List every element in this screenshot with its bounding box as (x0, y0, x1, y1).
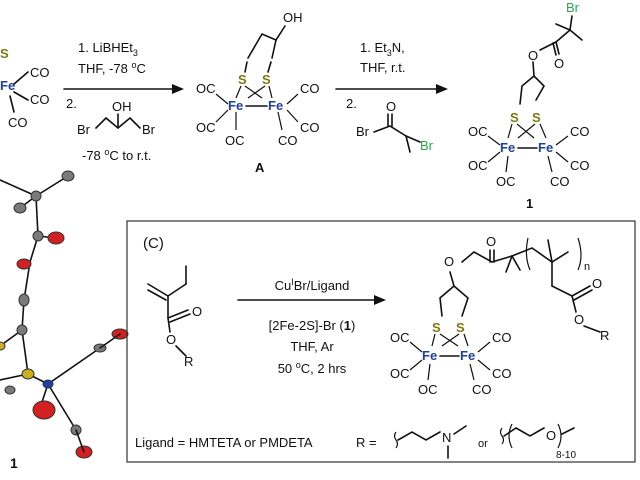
step1-line1: 1. LiBHEt3 (78, 40, 138, 58)
oxygen-label: O (554, 56, 564, 71)
step2-line2: THF, r.t. (360, 60, 406, 75)
step1-line4: -78 oC to r.t. (82, 147, 151, 163)
panel-c-frame (126, 220, 636, 463)
co-label: CO (30, 92, 50, 107)
peg-repeat-subscript: 8-10 (556, 450, 576, 461)
r-equals-label: R = (356, 435, 377, 450)
step1-line2: THF, -78 oC (78, 60, 146, 76)
carbonyl-label: OC (418, 382, 438, 397)
or-label: or (478, 438, 488, 450)
ligand-text: Ligand = HMTETA or PMDETA (135, 435, 313, 450)
reaction-arrow-1: 1. LiBHEt3 THF, -78 oC 2. Br OH Br -78 o… (63, 40, 184, 163)
carbonyl-label: OC (196, 81, 216, 96)
repeat-unit-subscript: n (584, 261, 590, 273)
oxygen-label: O (192, 304, 202, 319)
catalyst-label: CuIBr/Ligand (275, 277, 350, 293)
starting-complex-partial: S Fe CO CO CO (0, 46, 50, 130)
r-group-label: R (184, 354, 193, 369)
oxygen-label: O (546, 428, 556, 443)
carbonyl-label: CO (472, 382, 492, 397)
carbonyl-label: OC (390, 366, 410, 381)
panel-c-label: (C) (143, 235, 164, 252)
oxygen-label: O (486, 234, 496, 249)
carbonyl-label: OC (390, 330, 410, 345)
dibromopropanol-structure: Br OH Br (77, 99, 156, 137)
xray-compound-label: 1 (10, 455, 18, 471)
bromine-label: Br (356, 124, 370, 139)
sulfur-label: S (262, 72, 271, 87)
carbonyl-label: CO (492, 366, 512, 381)
oxygen-label: O (444, 254, 454, 269)
sulfur-label: S (238, 72, 247, 87)
oxygen-label: O (528, 48, 538, 63)
compound-a: OH S S Fe Fe OC OC OC CO CO CO A (196, 10, 320, 175)
hydroxyl-label: OH (112, 99, 132, 114)
iron-label: Fe (460, 348, 475, 363)
iron-label: Fe (0, 78, 15, 93)
polymer-product: O n O O R O S S Fe Fe OC (390, 234, 609, 397)
carbonyl-label: CO (550, 174, 570, 189)
methacrylate-monomer: O O R (147, 265, 202, 369)
xray-crystal-structure: 1 (0, 170, 129, 471)
sulfur-label: S (456, 320, 465, 335)
bromine-label: Br (142, 122, 156, 137)
sulfur-label: S (510, 110, 519, 125)
carbonyl-label: CO (492, 330, 512, 345)
solvent-label: THF, Ar (290, 339, 334, 354)
bromine-label: Br (420, 138, 434, 153)
oxygen-label: O (166, 332, 176, 347)
bromine-label: Br (566, 0, 580, 15)
iron-label: Fe (422, 348, 437, 363)
iron-label: Fe (538, 140, 553, 155)
step2-line1: 1. Et3N, (360, 40, 405, 58)
co-label: CO (30, 65, 50, 80)
carbonyl-label: OC (496, 174, 516, 189)
iron-label: Fe (500, 140, 515, 155)
nitrogen-label: N (442, 430, 451, 445)
r-group-amine: N (393, 425, 467, 459)
carbonyl-label: CO (570, 124, 590, 139)
oxygen-label: O (592, 276, 602, 291)
step2-line3: 2. (346, 96, 357, 111)
compound-a-label: A (255, 160, 265, 175)
iron-label: Fe (268, 98, 283, 113)
carbonyl-label: OC (225, 133, 245, 148)
carbonyl-label: OC (468, 158, 488, 173)
carbonyl-label: CO (300, 81, 320, 96)
sulfur-label: S (432, 320, 441, 335)
temperature-label: 50 oC, 2 hrs (278, 360, 347, 376)
r-group-peg: O 8-10 (499, 423, 576, 461)
reaction-arrow-2: 1. Et3N, THF, r.t. 2. O Br Br (335, 40, 448, 153)
carbonyl-label: OC (468, 124, 488, 139)
step1-line3: 2. (66, 96, 77, 111)
initiator-label: [2Fe-2S]-Br (1) (269, 318, 356, 333)
hydroxyl-label: OH (283, 10, 303, 25)
carbonyl-label: CO (300, 120, 320, 135)
sulfur-label: S (0, 46, 9, 61)
compound-1-structure: Br O O S S Fe Fe OC OC OC CO CO CO 1 (468, 0, 590, 211)
iron-label: Fe (228, 98, 243, 113)
r-group-label: R (600, 328, 609, 343)
bromoisobutyryl-bromide-structure: O Br Br (356, 99, 434, 153)
oxygen-label: O (386, 99, 396, 114)
carbonyl-label: OC (196, 120, 216, 135)
compound-1-label: 1 (526, 196, 533, 211)
carbonyl-label: CO (278, 133, 298, 148)
bromine-label: Br (77, 122, 91, 137)
carbonyl-label: CO (570, 158, 590, 173)
reaction-arrow-3: CuIBr/Ligand [2Fe-2S]-Br (1) THF, Ar 50 … (237, 277, 386, 376)
sulfur-label: S (532, 110, 541, 125)
oxygen-label: O (574, 312, 584, 327)
co-label: CO (8, 115, 28, 130)
